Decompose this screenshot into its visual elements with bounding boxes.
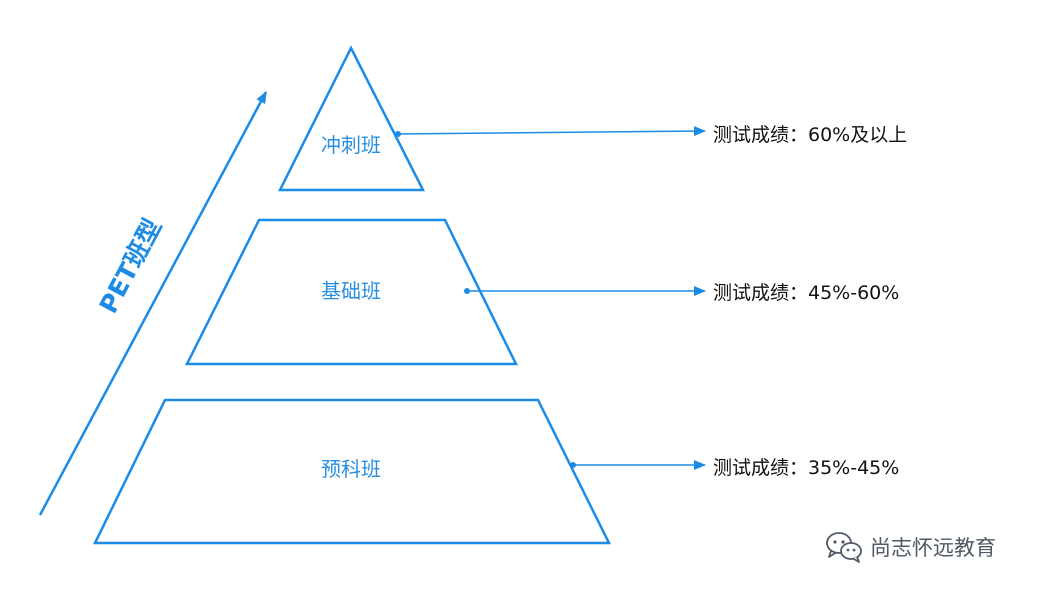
- score-text-sprint: 测试成绩：60%及以上: [713, 124, 907, 146]
- score-text-foundation: 测试成绩：45%-60%: [713, 282, 899, 304]
- progression-arrow: [38, 91, 268, 516]
- axis-label: PET班型: [94, 214, 168, 318]
- tier-label-foundation: 基础班: [321, 279, 381, 303]
- tier-label-sprint: 冲刺班: [321, 133, 381, 157]
- wechat-icon: [826, 532, 862, 563]
- connector-arrow-top: [397, 126, 706, 137]
- watermark: 尚志怀远教育: [824, 530, 996, 564]
- watermark-text: 尚志怀远教育: [870, 536, 996, 560]
- tier-shape-bottom: [92, 398, 612, 545]
- score-text-preparatory: 测试成绩：35%-45%: [713, 457, 899, 479]
- tier-shape-top: [277, 45, 426, 192]
- tier-shape-middle: [184, 218, 519, 366]
- tier-label-preparatory: 预科班: [321, 457, 381, 481]
